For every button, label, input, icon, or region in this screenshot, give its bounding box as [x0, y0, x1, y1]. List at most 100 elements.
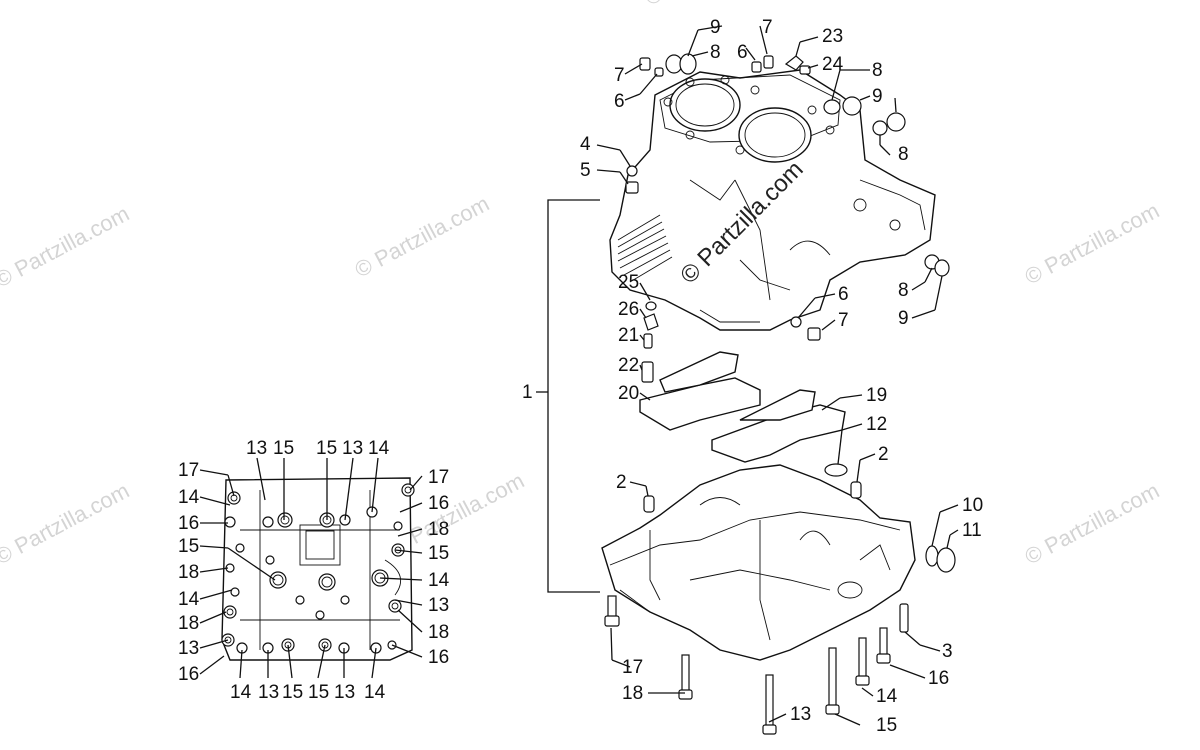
callout-13: 13: [334, 682, 355, 703]
watermark: © Partzilla.com: [1021, 478, 1164, 570]
callout-14: 14: [178, 487, 200, 508]
bolt-hole-inner: [321, 576, 333, 588]
cylinder-bore: [738, 107, 812, 163]
callout-8: 8: [710, 42, 721, 63]
bolt-hole: [224, 516, 236, 528]
callout-14: 14: [368, 438, 390, 459]
callout-2: 2: [616, 472, 627, 493]
lower-crankcase: [601, 463, 956, 661]
callout-9: 9: [710, 17, 721, 38]
callout-7: 7: [762, 17, 773, 38]
callout-16: 16: [178, 513, 199, 534]
callout-8: 8: [898, 280, 909, 301]
callout-11: 11: [962, 520, 982, 541]
callout-14: 14: [428, 570, 450, 591]
callout-8: 8: [898, 144, 909, 165]
callout-9: 9: [872, 86, 883, 107]
callout-15: 15: [428, 543, 449, 564]
callout-21: 21: [618, 325, 639, 346]
callout-18: 18: [428, 519, 449, 540]
bolt-hole-inner: [404, 486, 412, 494]
callout-9: 9: [898, 308, 909, 329]
callout-6: 6: [838, 284, 849, 305]
callout-15: 15: [178, 536, 199, 557]
bolt-hole-inner: [391, 602, 399, 610]
watermark: © Partzilla.com: [1021, 198, 1164, 290]
bolt-hole: [230, 587, 240, 597]
watermark: © Partzilla.com: [351, 191, 494, 283]
callout-7: 7: [838, 310, 849, 331]
callout-15: 15: [316, 438, 337, 459]
callout-3: 3: [942, 641, 953, 662]
bolt-hole: [318, 573, 336, 591]
callout-12: 12: [866, 414, 887, 435]
callout-13: 13: [428, 595, 449, 616]
callout-15: 15: [876, 715, 897, 736]
bolt-hole-inner: [224, 636, 232, 644]
callout-17: 17: [428, 467, 449, 488]
callout-16: 16: [428, 493, 449, 514]
bolt-hole: [262, 516, 274, 528]
cylinder-bore: [669, 78, 741, 132]
bolt-hole: [223, 605, 237, 619]
bolt-hole: [393, 521, 403, 531]
callout-20: 20: [618, 383, 639, 404]
callout-22: 22: [618, 355, 639, 376]
bolt-hole: [265, 555, 275, 565]
callout-17: 17: [622, 657, 643, 678]
callout-8: 8: [872, 60, 883, 81]
watermark: © Partzilla.com: [0, 478, 133, 570]
bolt-hole: [315, 610, 325, 620]
callout-14: 14: [230, 682, 252, 703]
crankcase-bolts: [604, 595, 909, 735]
callout-15: 15: [308, 682, 329, 703]
callout-labels: 9 7 23 8 6 24 7 6 8 9 8 4 5 25 26 21 22 …: [178, 17, 983, 736]
callout-23: 23: [822, 26, 843, 47]
callout-14: 14: [178, 589, 200, 610]
callout-1: 1: [522, 382, 533, 403]
bolt-hole-inner: [280, 515, 290, 525]
callout-18: 18: [178, 613, 199, 634]
callout-18: 18: [428, 622, 449, 643]
bolt-hole: [235, 543, 245, 553]
callout-15: 15: [282, 682, 303, 703]
leader-lines: [199, 25, 959, 726]
callout-14: 14: [364, 682, 386, 703]
callout-25: 25: [618, 272, 639, 293]
watermark: © Partzilla.com: [641, 0, 784, 10]
baffle-plates: [639, 351, 846, 463]
bolt-hole: [340, 595, 350, 605]
callout-13: 13: [790, 704, 811, 725]
watermark: © Partzilla.com: [0, 201, 133, 293]
bolt-hole: [227, 491, 241, 505]
callout-16: 16: [428, 647, 449, 668]
callout-10: 10: [962, 495, 983, 516]
callout-6: 6: [737, 42, 748, 63]
callout-14: 14: [876, 686, 898, 707]
bolt-hole: [295, 595, 305, 605]
callout-16: 16: [928, 668, 949, 689]
callout-15: 15: [273, 438, 294, 459]
callout-13: 13: [258, 682, 279, 703]
bolt-hole: [401, 483, 415, 497]
bolt-hole: [269, 571, 287, 589]
callout-18: 18: [178, 562, 199, 583]
callout-17: 17: [178, 460, 199, 481]
callout-7: 7: [614, 65, 625, 86]
callout-18: 18: [622, 683, 643, 704]
bolt-hole-inner: [226, 608, 234, 616]
bolt-hole: [388, 599, 402, 613]
callout-6: 6: [614, 91, 625, 112]
upper-crankcase: [609, 69, 936, 331]
callout-24: 24: [822, 54, 844, 75]
bolt-hole: [277, 512, 293, 528]
watermark-layer: © Partzilla.com © Partzilla.com © Partzi…: [0, 0, 1163, 569]
callout-13: 13: [178, 638, 199, 659]
callout-16: 16: [178, 664, 199, 685]
callout-26: 26: [618, 299, 639, 320]
bolt-pattern-inset: [221, 477, 415, 661]
callout-2: 2: [878, 444, 889, 465]
callout-19: 19: [866, 385, 887, 406]
